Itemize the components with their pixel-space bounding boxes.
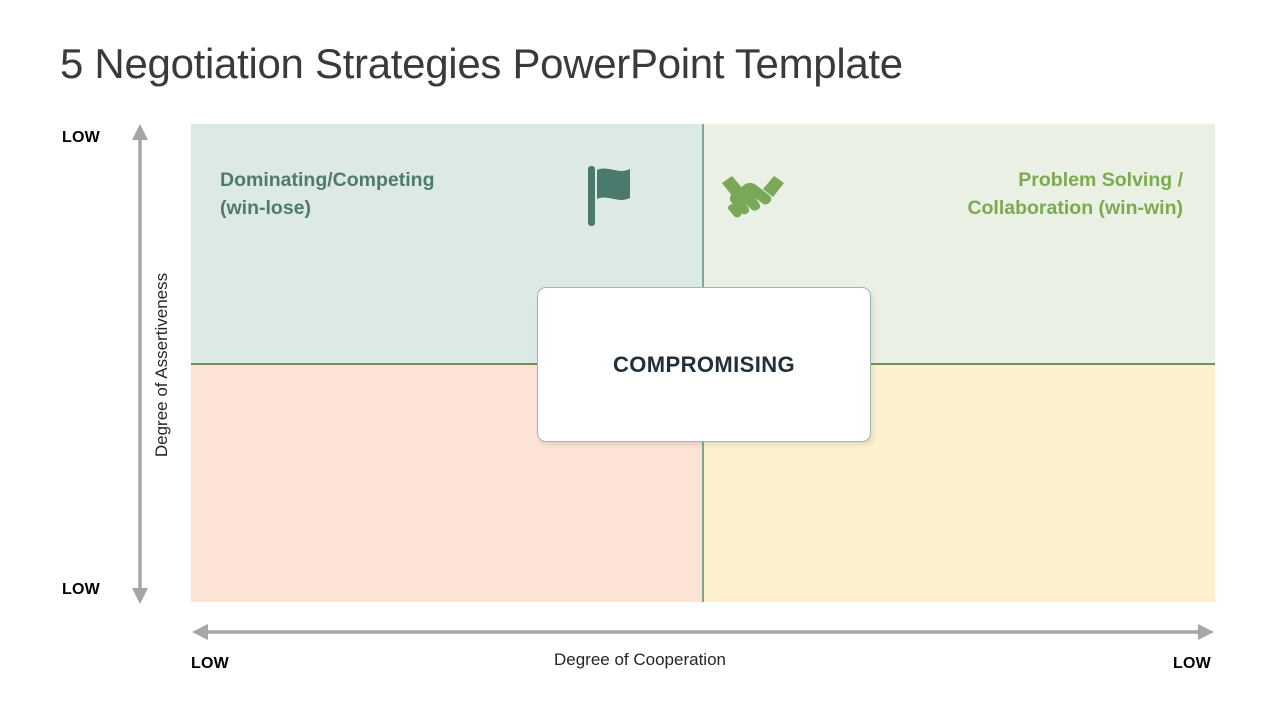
compromising-card[interactable]: COMPROMISING [537,287,871,442]
page-title: 5 Negotiation Strategies PowerPoint Temp… [60,40,903,87]
horizontal-axis-right-tick: LOW [1173,655,1211,672]
flag-icon [586,164,640,233]
quadrant-title: Dominating/Competing [220,169,435,191]
vertical-axis-label: Degree of Assertiveness [150,245,174,485]
quadrant-subtitle: Collaboration (win-win) [967,197,1183,220]
horizontal-axis-label: Degree of Cooperation [553,650,726,669]
vertical-axis-label-text: Degree of Assertiveness [152,272,171,458]
quadrant-subtitle: (win-lose) [220,197,311,220]
compromising-card-label: COMPROMISING [612,351,796,377]
quadrant-label-top-left: Dominating/Competing (win-lose) [220,166,434,223]
vertical-axis [126,122,154,606]
vertical-axis-top-tick: LOW [62,129,100,146]
quadrant-title: Problem Solving / [1018,169,1183,191]
vertical-axis-bottom-tick: LOW [62,581,100,598]
horizontal-axis [190,620,1216,644]
handshake-icon [719,170,787,227]
double-arrow-vertical-icon [132,124,148,604]
quadrant-label-top-right: Problem Solving / Collaboration (win-win… [967,166,1183,223]
double-arrow-horizontal-icon [192,624,1214,640]
horizontal-axis-left-tick: LOW [191,655,229,672]
